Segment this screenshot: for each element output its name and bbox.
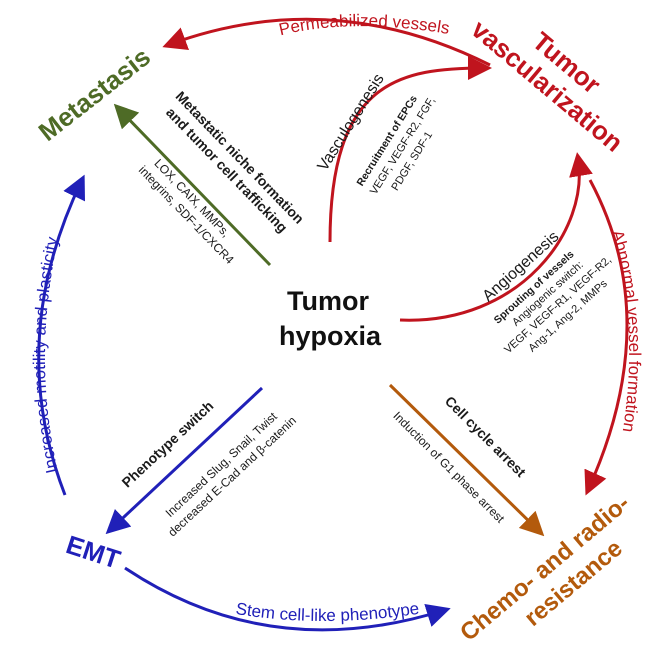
permeabilized-vessels-arrow: [162, 17, 491, 67]
metastasis-node: Metastasis: [33, 41, 156, 147]
phenotype-switch-arrow: [105, 386, 264, 535]
abnormal-vessel-formation-arrow: [584, 179, 629, 496]
center-line2: hypoxia: [279, 321, 382, 351]
cell-cycle-arrest-arrow: [388, 383, 545, 537]
permeabilized-vessels-label: Permeabilized vessels: [277, 11, 451, 39]
emt-label: EMT: [63, 529, 125, 575]
emt-node: EMT: [63, 529, 125, 575]
center-line1: Tumor: [287, 286, 369, 316]
tumor-hypoxia-center: Tumor hypoxia: [279, 286, 382, 351]
increased-motility-arrow: [37, 174, 86, 496]
metastatic-niche-arrow: [113, 103, 272, 267]
tumor-vascularization-node: Tumor vascularization: [466, 14, 629, 158]
angiogenesis-arrow: [399, 152, 593, 322]
stem-cell-phenotype-arrow: [124, 566, 451, 632]
cell-cycle-arrest-details: Induction of G1 phase arrest: [390, 409, 507, 526]
abnormal-vessel-formation-label: Abnormal vessel formation: [608, 228, 645, 434]
cell-cycle-arrest-detail: Induction of G1 phase arrest: [390, 409, 507, 526]
vasculogenesis-arrow: [328, 56, 492, 243]
metastasis-label: Metastasis: [33, 41, 156, 147]
stem-cell-phenotype-label: Stem cell-like phenotype: [234, 599, 420, 625]
increased-motility-label: Increased motility and plasticity: [30, 235, 62, 475]
